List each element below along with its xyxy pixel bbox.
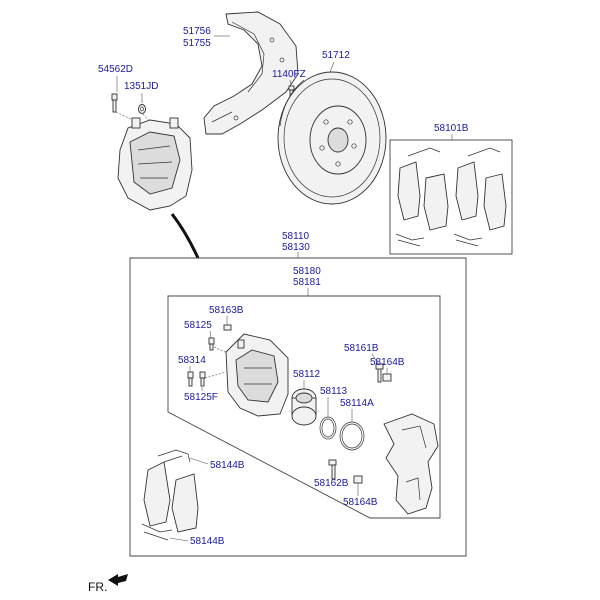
caliper-exploded-box xyxy=(129,257,467,557)
label-58164B-bottom: 58164B xyxy=(343,497,378,508)
guide-bolt-58162B xyxy=(328,459,337,480)
label-58181: 58181 xyxy=(293,277,321,288)
label-58163B: 58163B xyxy=(209,305,244,316)
label-58110: 58110 xyxy=(282,231,310,242)
piston-seal-58113 xyxy=(319,416,337,440)
label-58164B-top: 58164B xyxy=(370,357,405,368)
label-54562D: 54562D xyxy=(98,64,133,75)
bolt-58314 xyxy=(187,371,194,387)
bleeder-screw-58125 xyxy=(208,337,215,351)
label-51756: 51756 xyxy=(183,26,211,37)
label-58112: 58112 xyxy=(293,369,321,380)
label-58113: 58113 xyxy=(320,386,348,397)
caliper-body-box xyxy=(167,295,441,519)
label-51755: 51755 xyxy=(183,38,211,49)
bolt-54562D xyxy=(111,93,118,113)
label-1140FZ: 1140FZ xyxy=(272,69,306,80)
label-58101B: 58101B xyxy=(434,123,469,134)
washer-1351JD xyxy=(138,104,146,114)
label-1351JD: 1351JD xyxy=(124,81,158,92)
label-58314: 58314 xyxy=(178,355,206,366)
caliper-body-58180 xyxy=(225,333,289,417)
direction-marker-label: FR. xyxy=(88,580,107,594)
bolt-58125F xyxy=(199,371,206,387)
brake-pad-set-58144B xyxy=(141,449,199,541)
nut-58164B-top xyxy=(382,373,392,382)
nut-58164B-bottom xyxy=(353,475,363,484)
label-58180: 58180 xyxy=(293,266,321,277)
label-58114A: 58114A xyxy=(340,398,374,409)
dust-shield-51756 xyxy=(203,11,299,135)
label-58125F: 58125F xyxy=(184,392,218,403)
label-58130: 58130 xyxy=(282,242,310,253)
brake-pad-set-58101B xyxy=(395,147,507,247)
piston-boot-58114A xyxy=(339,421,365,451)
piston-58112 xyxy=(291,388,317,426)
pad-kit-box xyxy=(389,139,513,255)
label-58144B-top: 58144B xyxy=(210,460,245,471)
bleeder-cap-58163B xyxy=(223,324,232,331)
label-51712: 51712 xyxy=(322,50,350,61)
arrow-right-icon xyxy=(108,574,128,586)
brake-disc-51712 xyxy=(277,71,387,205)
guide-bolt-58161B xyxy=(375,363,384,383)
label-58161B: 58161B xyxy=(344,343,379,354)
label-58144B-bottom: 58144B xyxy=(190,536,225,547)
label-58125: 58125 xyxy=(184,320,212,331)
brake-caliper-assembly xyxy=(117,117,193,211)
caliper-carrier xyxy=(383,413,439,515)
label-58162B: 58162B xyxy=(314,478,349,489)
